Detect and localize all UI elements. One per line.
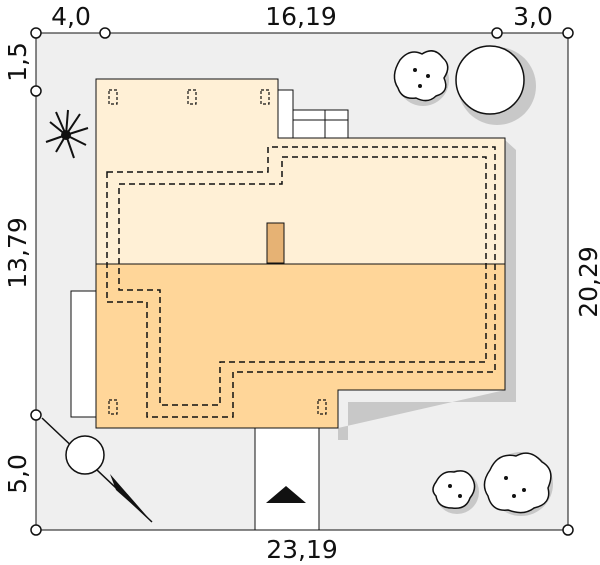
dim-top-left: 4,0 xyxy=(51,2,91,31)
foundation-outline-outer xyxy=(106,146,496,418)
dimension-lines xyxy=(35,32,569,531)
dimension-ticks xyxy=(30,27,574,536)
chimney xyxy=(266,222,285,264)
entrance-arrow-icon xyxy=(266,486,306,503)
dim-left-bottom: 5,0 xyxy=(3,454,32,494)
tree-icon xyxy=(455,45,536,125)
plant-icon xyxy=(45,109,89,159)
house-shadow xyxy=(338,140,516,440)
driveway xyxy=(254,426,320,531)
roof-lower xyxy=(95,263,506,429)
bush-icon xyxy=(483,452,553,516)
dim-left-middle: 13,79 xyxy=(3,217,32,289)
dim-top-middle: 16,19 xyxy=(265,2,337,31)
side-terrace xyxy=(70,290,97,418)
foundation-outline-inner xyxy=(118,156,487,406)
north-arrow-icon xyxy=(41,417,153,523)
bush-icon xyxy=(432,470,479,514)
dim-bottom: 23,19 xyxy=(266,535,338,564)
entrance-canopy xyxy=(277,89,294,139)
dim-right: 20,29 xyxy=(574,246,600,318)
dim-top-right: 3,0 xyxy=(513,2,553,31)
entrance-steps xyxy=(292,109,349,139)
column-markers xyxy=(108,89,327,415)
dim-left-top: 1,5 xyxy=(3,42,32,82)
bush-icon xyxy=(393,50,449,106)
